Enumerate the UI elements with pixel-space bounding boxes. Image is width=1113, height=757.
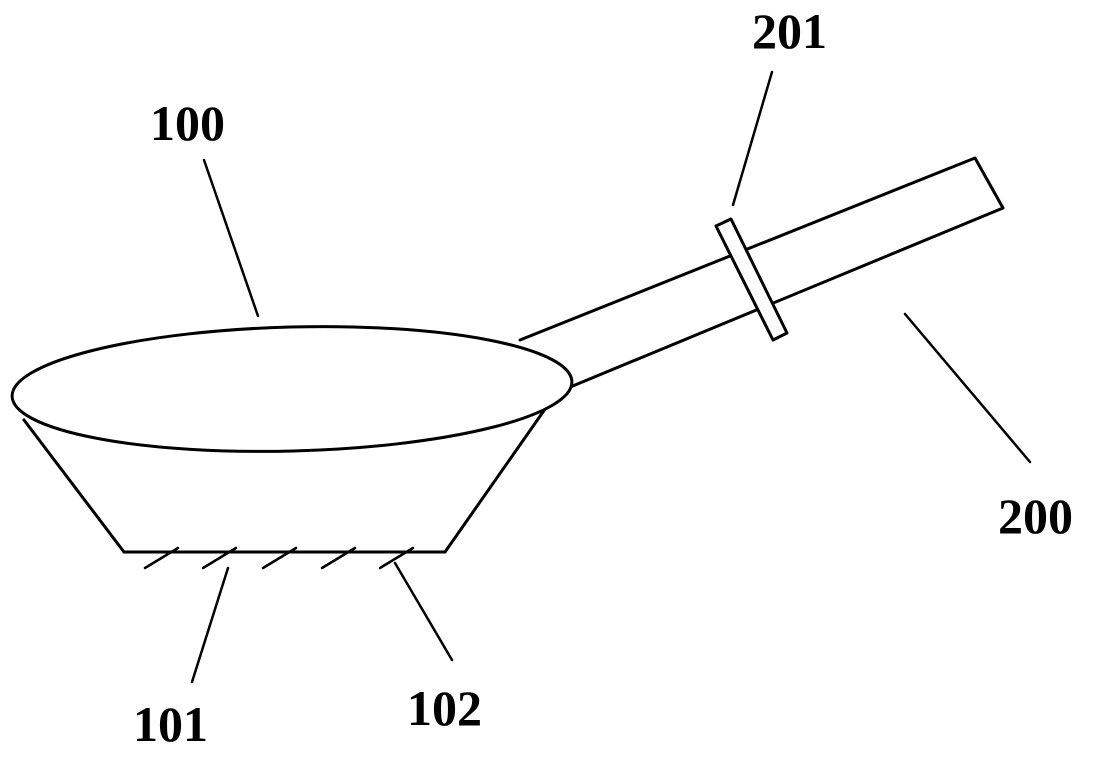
leader-201 — [733, 72, 772, 205]
label-102: 102 — [407, 680, 482, 736]
label-101: 101 — [133, 696, 208, 752]
leader-101 — [192, 568, 228, 682]
label-200: 200 — [998, 488, 1073, 544]
label-201: 201 — [752, 3, 827, 59]
bowl — [10, 320, 573, 552]
handle-upper-edge — [520, 158, 1003, 390]
leader-100 — [204, 160, 258, 316]
bowl-rim — [10, 320, 573, 459]
leader-102 — [395, 563, 452, 660]
label-100: 100 — [150, 95, 225, 151]
leader-200 — [905, 314, 1030, 462]
handle — [520, 158, 1003, 390]
